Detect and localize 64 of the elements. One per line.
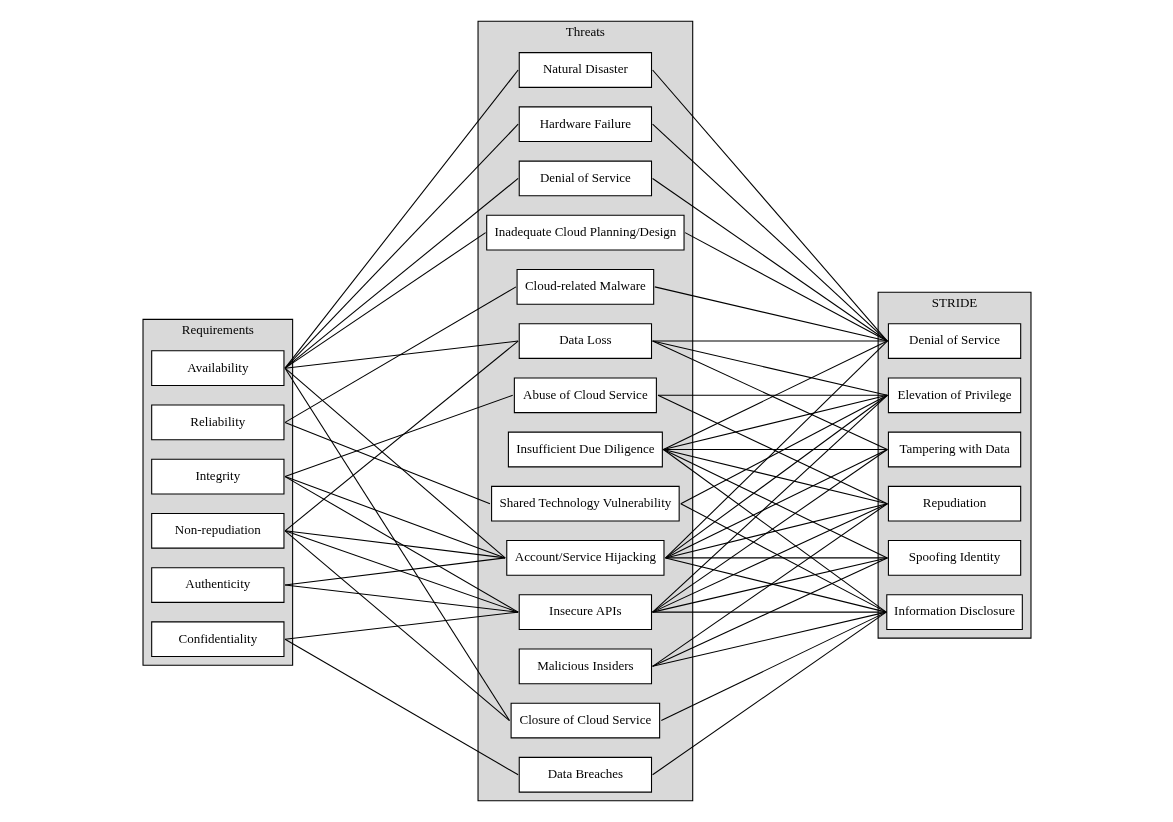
connector: [284, 421, 490, 505]
node-box: Insufficient Due Diligence: [507, 431, 663, 468]
node-box: Denial of Service: [887, 323, 1021, 359]
node-box: Account/Service Hijacking: [505, 540, 664, 576]
node-box: Confidentiality: [150, 621, 284, 658]
node-box: Hardware Failure: [518, 106, 652, 143]
connector: [664, 340, 888, 559]
connector: [284, 340, 519, 532]
connector: [284, 476, 519, 613]
node-box: Integrity: [150, 458, 284, 495]
connector: [284, 530, 506, 559]
connector: [651, 394, 888, 613]
connector: [660, 611, 887, 722]
node-box: Denial of Service: [518, 160, 652, 197]
node-box: Closure of Cloud Service: [510, 702, 660, 739]
connector: [664, 503, 888, 559]
connector: [284, 123, 519, 369]
connector: [284, 557, 506, 586]
connector: [284, 476, 506, 559]
connector: [284, 367, 510, 722]
node-box: Malicious Insiders: [518, 648, 652, 685]
connector: [284, 530, 510, 722]
node-box: Data Loss: [518, 323, 652, 359]
connector: [664, 394, 888, 559]
node-box: Elevation of Privilege: [887, 377, 1021, 414]
connector: [651, 340, 888, 396]
node-box: Natural Disaster: [518, 52, 652, 88]
connector: [284, 394, 513, 478]
connector: [651, 611, 887, 776]
connector: [284, 232, 486, 369]
connector: [284, 611, 519, 640]
connector: [651, 611, 887, 667]
connector: [684, 232, 888, 342]
node-box: Abuse of Cloud Service: [513, 377, 657, 414]
connector: [284, 584, 519, 613]
node-box: Shared Technology Vulnerability: [490, 485, 680, 522]
connector: [651, 69, 888, 342]
node-box: Availability: [150, 350, 284, 387]
connector: [651, 503, 888, 667]
node-box: Tampering with Data: [887, 431, 1021, 468]
connector: [651, 557, 888, 667]
connector: [651, 611, 887, 613]
connector: [284, 177, 519, 369]
connector: [651, 177, 888, 342]
connector: [284, 638, 519, 776]
connector: [653, 286, 888, 342]
connector: [651, 340, 888, 342]
node-box: Authenticity: [150, 567, 284, 603]
node-box: Insecure APIs: [518, 594, 652, 630]
node-box: Repudiation: [887, 485, 1021, 522]
node-box: Spoofing Identity: [887, 540, 1021, 576]
node-box: Non-repudiation: [150, 512, 284, 549]
connector: [284, 286, 516, 423]
node-box: Data Breaches: [518, 756, 652, 793]
connector: [662, 394, 888, 451]
node-box: Information Disclosure: [885, 594, 1023, 630]
node-box: Inadequate Cloud Planning/Design: [485, 214, 685, 251]
connector: [284, 530, 519, 613]
connector: [284, 69, 519, 369]
connector: [284, 367, 506, 559]
node-box: Cloud-related Malware: [516, 268, 654, 305]
connector: [651, 123, 888, 342]
connector: [284, 340, 519, 369]
node-box: Reliability: [150, 404, 284, 441]
